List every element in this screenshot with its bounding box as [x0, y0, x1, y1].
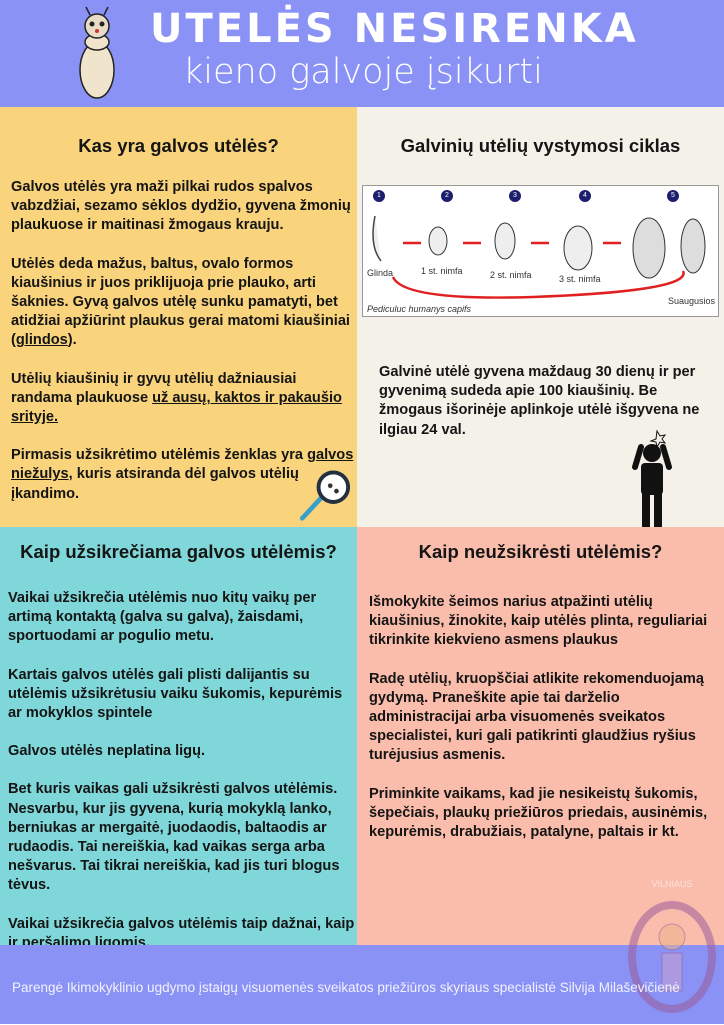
- paragraph: Kartais galvos utėlės gali plisti dalija…: [8, 666, 343, 722]
- underlined-text: už ausų, kaktos ir pakaušio srityje.: [11, 389, 342, 426]
- paragraph: Pirmasis užsikrėtimo utėlėmis ženklas yr…: [11, 446, 356, 504]
- stage-label: Glinda: [367, 268, 394, 278]
- stage-label: 2 st. nimfa: [490, 270, 532, 280]
- scratching-person-icon: [632, 429, 672, 527]
- step-badge: 4: [579, 190, 591, 202]
- section-life-cycle: Galvinių utėlių vystymosi ciklas 1 2 3 4…: [357, 107, 724, 527]
- poster-subtitle: kieno galvoje įsikurti: [183, 52, 543, 92]
- stage-label: 3 st. nimfa: [559, 274, 601, 284]
- kindergarten-logo: VILNIAUS: [622, 875, 722, 1020]
- underlined-text: galvos niežulys: [11, 447, 354, 483]
- underlined-text: glindos: [15, 332, 68, 349]
- svg-text:VILNIAUS: VILNIAUS: [651, 879, 692, 889]
- paragraph: Išmokykite šeimos narius atpažinti utėli…: [369, 594, 708, 649]
- section-title: Kas yra galvos utėlės?: [78, 135, 279, 156]
- text: Utėlių kiaušinių ir gyvų utėlių dažniaus…: [11, 370, 297, 406]
- paragraph: Vaikai užsikrečia utėlėmis nuo kitų vaik…: [8, 590, 317, 645]
- paragraph: Utėlės deda mažus, baltus, ovalo formos …: [11, 255, 356, 351]
- section-body: Vaikai užsikrečia utėlėmis nuo kitų vaik…: [8, 589, 356, 945]
- paragraph: Utėlių kiaušinių ir gyvų utėlių dažniaus…: [11, 370, 356, 428]
- section-body: Galvos utėlės yra maži pilkai rudos spal…: [11, 178, 356, 523]
- text: Utėlės deda mažus, baltus, ovalo formos …: [11, 255, 350, 349]
- text: Pirmasis užsikrėtimo utėlėmis ženklas yr…: [11, 447, 308, 464]
- footer: [0, 945, 724, 1024]
- paragraph: Galvos utėlės yra maži pilkai rudos spal…: [11, 179, 351, 234]
- life-cycle-diagram: 1 2 3 4 5 Glinda 1 st. nimfa 2 st. nimfa…: [362, 185, 719, 317]
- stage-label: Suaugusios: [668, 296, 716, 306]
- text: ).: [67, 332, 77, 349]
- section-what-are-lice: Kas yra galvos utėlės? Galvos utėlės yra…: [0, 107, 357, 527]
- section-how-infected: Kaip užsikrečiama galvos utėlėmis? Vaika…: [0, 527, 357, 945]
- poster-title: UTELĖS NESIRENKA: [150, 6, 639, 52]
- section-body: Išmokykite šeimos narius atpažinti utėli…: [369, 593, 721, 861]
- stage-label: 1 st. nimfa: [421, 266, 463, 276]
- paragraph: Bet kuris vaikas gali užsikrėsti galvos …: [8, 781, 340, 894]
- paragraph: Galvinė utėlė gyvena maždaug 30 dienų ir…: [379, 364, 700, 438]
- author-credit: Parengė Ikimokyklinio ugdymo įstaigų vis…: [12, 980, 680, 995]
- paragraph: Galvos utėlės neplatina ligų.: [8, 743, 206, 760]
- text: , kuris atsiranda dėl galvos utėlių įkan…: [11, 466, 299, 502]
- species-caption: Pediculuc humanys capifs: [367, 304, 472, 314]
- step-badge: 5: [667, 190, 679, 202]
- magnifying-glass-icon: [299, 470, 351, 521]
- section-title: Kaip neužsikrėsti utėlėmis?: [418, 541, 663, 562]
- header: UTELĖS NESIRENKA kieno galvoje įsikurti: [0, 0, 724, 107]
- step-badge: 3: [509, 190, 521, 202]
- paragraph: Priminkite vaikams, kad jie nesikeistų š…: [369, 785, 708, 841]
- step-badge: 1: [373, 190, 385, 202]
- paragraph: Vaikai užsikrečia galvos utėlėmis taip d…: [8, 915, 355, 945]
- kindergarten-logo-icon: VILNIAUS: [628, 879, 716, 1013]
- section-body: Galvinė utėlė gyvena maždaug 30 dienų ir…: [379, 363, 719, 459]
- section-title: Kaip užsikrečiama galvos utėlėmis?: [20, 541, 337, 562]
- section-title: Galvinių utėlių vystymosi ciklas: [400, 135, 681, 156]
- section-prevention: Kaip neužsikrėsti utėlėmis? Išmokykite š…: [357, 527, 724, 945]
- louse-stages-icon: [372, 215, 706, 299]
- paragraph: Radę utėlių, kruopščiai atlikite rekomen…: [369, 670, 704, 764]
- step-badge: 2: [441, 190, 453, 202]
- louse-mascot-icon: [79, 6, 115, 99]
